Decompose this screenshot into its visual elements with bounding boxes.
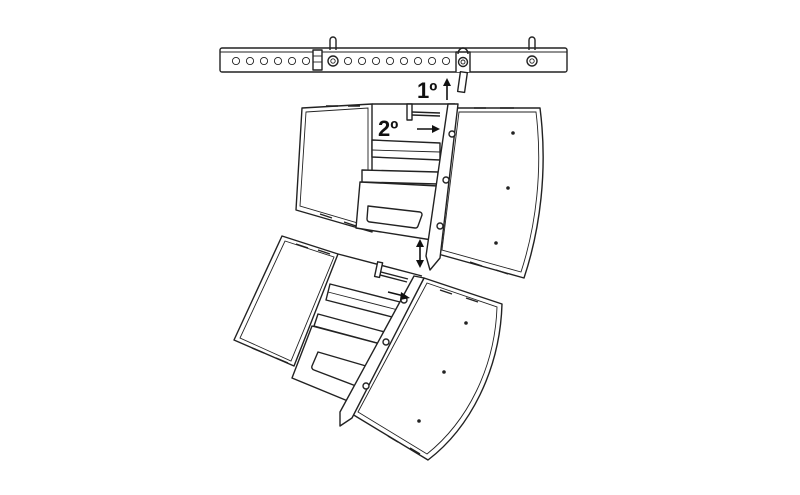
center-bracket-icon [455,47,471,94]
right-shackle-icon [526,36,538,67]
lower-speaker-cabinet-icon [233,235,503,461]
step-1-label: 1º [417,78,437,103]
step-2-indicator: 2º [378,103,441,141]
lower-locking-pin-icon [373,261,409,283]
left-shackle-icon [327,36,339,67]
upper-speaker-cabinet-icon [295,103,544,279]
step-2-label: 2º [378,116,398,141]
step-1-indicator: 1º [417,78,451,103]
vertical-alignment-arrow [416,239,424,268]
rigging-bar-icon [219,36,568,94]
rigging-bar-holes [231,56,451,66]
locking-pin-icon [406,103,441,121]
